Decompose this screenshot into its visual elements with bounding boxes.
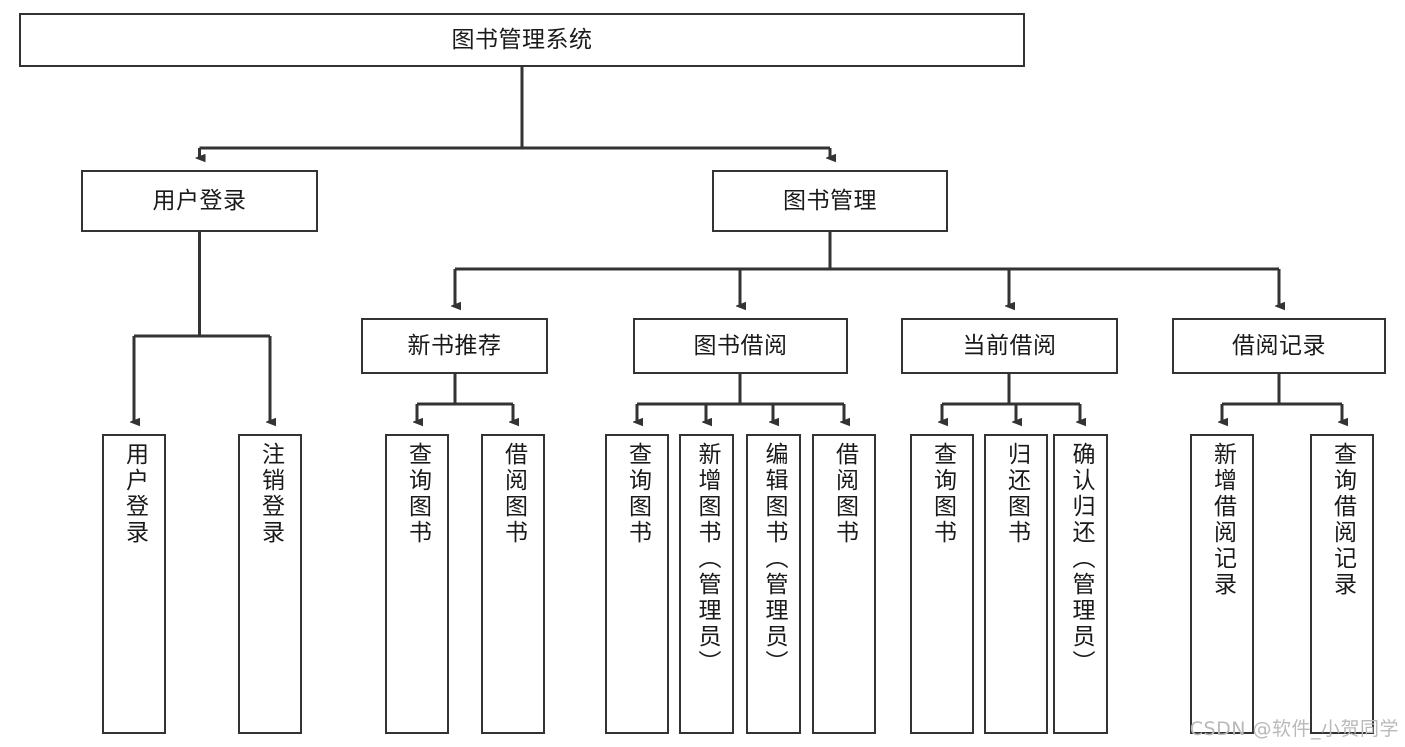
leaf-add-borrow-record[interactable]: 新增借阅记录 [1190, 434, 1254, 734]
node-borrow-record-label: 借阅记录 [1232, 332, 1326, 359]
node-user-login-label: 用户登录 [152, 187, 247, 214]
leaf-return-book[interactable]: 归还图书 [984, 434, 1048, 734]
leaf-query-book-current-label: 查询图书 [929, 442, 956, 546]
leaf-user-logout-label: 注销登录 [257, 442, 284, 546]
leaf-user-login-label: 用户登录 [121, 442, 148, 546]
node-root-label: 图书管理系统 [451, 26, 593, 53]
node-new-book-recommend-label: 新书推荐 [407, 332, 502, 359]
leaf-edit-book-admin[interactable]: 编辑图书（管理员） [746, 434, 801, 734]
node-current-borrow-label: 当前借阅 [962, 332, 1057, 359]
leaf-add-borrow-record-label: 新增借阅记录 [1209, 442, 1236, 598]
node-root[interactable]: 图书管理系统 [19, 13, 1025, 67]
leaf-borrow-book-recommend[interactable]: 借阅图书 [481, 434, 545, 734]
leaf-borrow-book[interactable]: 借阅图书 [812, 434, 876, 734]
leaf-query-borrow-record[interactable]: 查询借阅记录 [1310, 434, 1374, 734]
leaf-edit-book-admin-label: 编辑图书（管理员） [761, 442, 787, 676]
leaf-borrow-book-label: 借阅图书 [831, 442, 858, 546]
leaf-query-book-recommend[interactable]: 查询图书 [385, 434, 449, 734]
leaf-query-borrow-record-label: 查询借阅记录 [1329, 442, 1356, 598]
leaf-query-book-recommend-label: 查询图书 [404, 442, 431, 546]
leaf-return-book-label: 归还图书 [1003, 442, 1030, 546]
leaf-borrow-book-recommend-label: 借阅图书 [500, 442, 527, 546]
node-book-manage[interactable]: 图书管理 [712, 170, 948, 232]
leaf-confirm-return-admin[interactable]: 确认归还（管理员） [1053, 434, 1108, 734]
node-book-manage-label: 图书管理 [783, 187, 877, 214]
leaf-add-book-admin[interactable]: 新增图书（管理员） [679, 434, 734, 734]
leaf-confirm-return-admin-label: 确认归还（管理员） [1068, 442, 1094, 676]
node-book-borrow[interactable]: 图书借阅 [633, 318, 848, 374]
node-user-login[interactable]: 用户登录 [81, 170, 318, 232]
node-current-borrow[interactable]: 当前借阅 [901, 318, 1118, 374]
node-book-borrow-label: 图书借阅 [693, 332, 788, 359]
leaf-user-logout[interactable]: 注销登录 [238, 434, 302, 734]
leaf-query-book-current[interactable]: 查询图书 [910, 434, 974, 734]
leaf-user-login[interactable]: 用户登录 [102, 434, 166, 734]
node-new-book-recommend[interactable]: 新书推荐 [361, 318, 548, 374]
node-borrow-record[interactable]: 借阅记录 [1172, 318, 1386, 374]
leaf-query-book-borrow-label: 查询图书 [624, 442, 651, 546]
leaf-add-book-admin-label: 新增图书（管理员） [694, 442, 720, 676]
leaf-query-book-borrow[interactable]: 查询图书 [605, 434, 669, 734]
watermark-text: CSDN @软件_小贺同学 [1189, 718, 1399, 740]
